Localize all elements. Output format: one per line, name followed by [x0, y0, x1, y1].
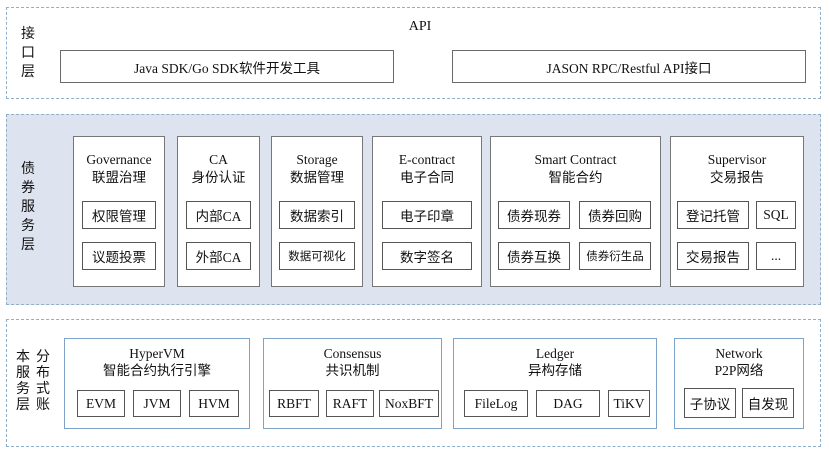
group-title: E-contract: [398, 152, 456, 167]
item-box: TiKV: [608, 390, 650, 417]
group-title: Network: [715, 346, 763, 361]
service-group-governance: Governance 联盟治理 权限管理 议题投票: [73, 136, 165, 287]
item-box: 数据索引: [279, 201, 355, 229]
item-box: RBFT: [269, 390, 319, 417]
item-box: 电子印章: [382, 201, 472, 229]
service-group-smart-contract: Smart Contract 智能合约 债券现券 债券回购 债券互换 债券衍生品: [490, 136, 661, 287]
item-box: 自发现: [742, 388, 794, 418]
sdk-box: Java SDK/Go SDK软件开发工具: [60, 50, 394, 83]
item-box: NoxBFT: [379, 390, 439, 417]
group-subtitle: 身份认证: [191, 170, 246, 185]
interface-layer: [6, 7, 821, 99]
item-box: 债券回购: [579, 201, 651, 229]
item-box: RAFT: [326, 390, 374, 417]
group-subtitle: 异构存储: [528, 363, 582, 378]
service-layer-label: 债券服务层: [18, 160, 38, 255]
service-group-ca: CA 身份认证 内部CA 外部CA: [177, 136, 260, 287]
item-box: 数据可视化: [279, 242, 355, 270]
item-box: 债券现券: [498, 201, 570, 229]
item-box: 登记托管: [677, 201, 749, 229]
item-box: 数字签名: [382, 242, 472, 270]
item-box: 债券互换: [498, 242, 570, 270]
service-group-storage: Storage 数据管理 数据索引 数据可视化: [271, 136, 363, 287]
ledger-group-consensus: Consensus 共识机制 RBFT RAFT NoxBFT: [263, 338, 442, 429]
service-layer-label-text: 债券服务层: [21, 162, 35, 253]
ledger-group-network: Network P2P网络 子协议 自发现: [674, 338, 804, 429]
item-box: SQL: [756, 201, 796, 229]
item-box: 外部CA: [186, 242, 251, 270]
item-box: 交易报告: [677, 242, 749, 270]
ledger-layer-label-left: 本服务层: [14, 350, 32, 414]
group-title: Ledger: [535, 346, 575, 361]
item-box: ...: [756, 242, 796, 270]
ledger-layer-label-left-text: 本服务层: [16, 350, 30, 413]
service-group-e-contract: E-contract 电子合同 电子印章 数字签名: [372, 136, 482, 287]
group-subtitle: 交易报告: [710, 170, 764, 185]
group-subtitle: 共识机制: [325, 363, 380, 378]
interface-layer-label-text: 接口层: [21, 27, 35, 80]
ledger-group-hypervm: HyperVM 智能合约执行引擎 EVM JVM HVM: [64, 338, 250, 429]
item-box: 子协议: [684, 388, 736, 418]
group-title: Smart Contract: [534, 152, 617, 167]
group-title: Supervisor: [707, 152, 767, 167]
group-subtitle: 电子合同: [400, 170, 454, 185]
item-box: EVM: [77, 390, 125, 417]
ledger-group-ledger: Ledger 异构存储 FileLog DAG TiKV: [453, 338, 657, 429]
group-title: Storage: [296, 152, 338, 167]
group-subtitle: P2P网络: [714, 363, 764, 378]
ledger-layer-label-right-text: 分布式账: [36, 350, 50, 413]
item-box: 权限管理: [82, 201, 156, 229]
api-title: API: [408, 19, 432, 34]
item-box: 内部CA: [186, 201, 251, 229]
group-subtitle: 数据管理: [290, 170, 344, 185]
interface-layer-label: 接口层: [18, 25, 38, 82]
group-subtitle: 智能合约: [548, 170, 603, 185]
rpc-box: JASON RPC/Restful API接口: [452, 50, 806, 83]
group-subtitle: 联盟治理: [92, 170, 146, 185]
item-box: HVM: [189, 390, 239, 417]
item-box: FileLog: [464, 390, 528, 417]
item-box: DAG: [536, 390, 600, 417]
ledger-layer: [6, 319, 821, 447]
ledger-layer-label-right: 分布式账: [34, 350, 52, 414]
item-box: 债券衍生品: [579, 242, 651, 270]
item-box: 议题投票: [82, 242, 156, 270]
group-title: Governance: [86, 152, 152, 167]
service-group-supervisor: Supervisor 交易报告 登记托管 SQL 交易报告 ...: [670, 136, 804, 287]
group-subtitle: 智能合约执行引擎: [103, 363, 211, 378]
group-title: HyperVM: [129, 346, 185, 361]
group-title: Consensus: [323, 346, 382, 361]
item-box: JVM: [133, 390, 181, 417]
group-title: CA: [209, 152, 228, 167]
